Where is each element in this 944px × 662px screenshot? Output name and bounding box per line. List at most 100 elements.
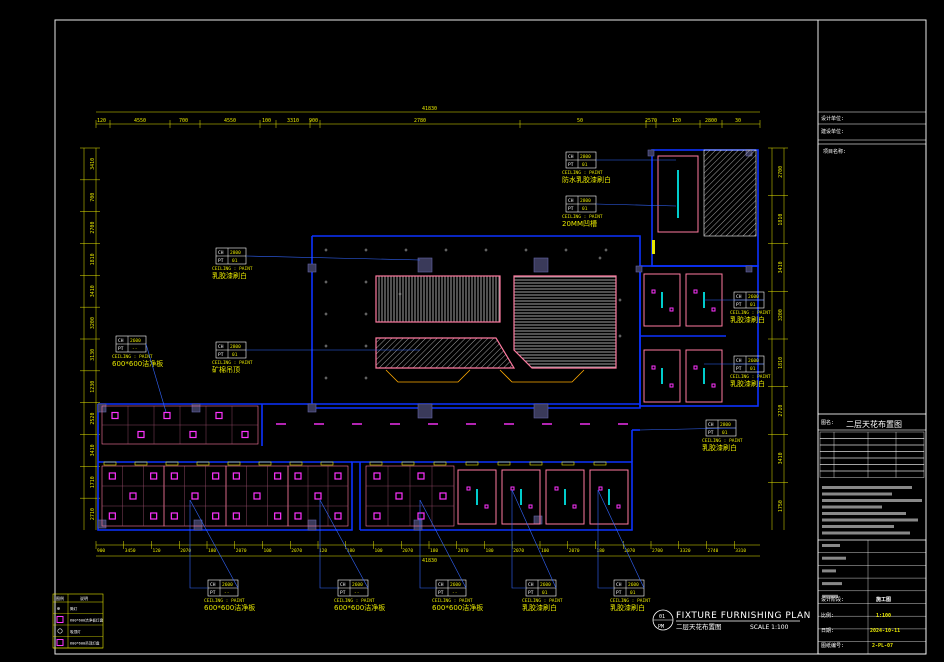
dim-right-value: 1810 xyxy=(778,357,784,369)
downlight xyxy=(324,344,328,348)
legend-desc: 600*600洁净板灯盘 xyxy=(70,618,104,623)
dim-bottom-value: 180 xyxy=(597,548,605,554)
svg-text:01: 01 xyxy=(630,590,636,596)
dim-top-value: 4550 xyxy=(224,118,236,124)
svg-text:--: -- xyxy=(452,591,457,596)
dim-bottom-value: 100 xyxy=(264,548,272,554)
svg-text:防水乳胶漆刷白: 防水乳胶漆刷白 xyxy=(562,175,611,184)
panel-light xyxy=(417,472,425,480)
legend-symbol xyxy=(56,639,64,646)
svg-text:--: -- xyxy=(224,591,229,596)
panel-light xyxy=(191,492,199,500)
svg-text:乳胶漆刷白: 乳胶漆刷白 xyxy=(212,271,247,280)
panel-light xyxy=(215,411,223,420)
dim-bottom-value: 180 xyxy=(347,548,355,554)
svg-text:20MM凹槽: 20MM凹槽 xyxy=(562,219,597,228)
svg-text:PT: PT xyxy=(736,302,742,308)
svg-text:PT: PT xyxy=(736,366,742,372)
svg-text:01: 01 xyxy=(542,590,548,596)
leader-line xyxy=(597,490,614,589)
strip-light xyxy=(258,461,272,466)
leader-line xyxy=(319,500,338,589)
dim-top-value: 2780 xyxy=(414,118,426,124)
drawing-title-cn: 二层天花布置图 xyxy=(676,622,722,631)
sheet-frame xyxy=(54,19,927,655)
svg-text:CH: CH xyxy=(438,582,444,588)
dim-bottom-value: 180 xyxy=(208,548,216,554)
tb-redacted-line xyxy=(822,512,906,515)
panel-light xyxy=(170,512,178,520)
svg-text:2600: 2600 xyxy=(450,582,461,588)
dim-top-value: 30 xyxy=(735,118,741,124)
downlight xyxy=(484,248,488,252)
dim-bottom-value: 2070 xyxy=(402,548,413,554)
panel-light xyxy=(439,492,447,500)
dim-left-value: 2520 xyxy=(90,413,96,425)
legend-symbol: ⊕ xyxy=(57,606,60,612)
panel-light xyxy=(314,492,322,500)
panel-light xyxy=(373,472,381,480)
tb-client-label: 建设单位: xyxy=(821,128,844,135)
tb-drawing-label: 图名: xyxy=(821,419,834,426)
dim-bottom-value: 100 xyxy=(375,548,383,554)
downlights xyxy=(324,248,622,380)
svg-text:CEILING : PAINT: CEILING : PAINT xyxy=(212,360,253,366)
svg-text:乳胶漆刷白: 乳胶漆刷白 xyxy=(702,443,737,452)
spot-light xyxy=(711,307,716,312)
legend-desc: 600*600吊顶灯盘 xyxy=(70,641,100,646)
dim-bottom-value: 2700 xyxy=(652,548,663,554)
title-block: 设计单位: 建设单位: 项目名称: 图名: 二层天花布置图 设计阶段: 施工图 … xyxy=(817,111,927,655)
downlight xyxy=(324,280,328,284)
svg-text:乳胶漆刷白: 乳胶漆刷白 xyxy=(730,379,765,388)
svg-text:PT: PT xyxy=(708,430,714,436)
downlight xyxy=(364,344,368,348)
downlight xyxy=(564,248,568,252)
tb-number-value: 2-PL-07 xyxy=(872,643,893,649)
dim-left-value: 3410 xyxy=(90,158,96,170)
svg-text:2600: 2600 xyxy=(628,582,639,588)
downlight xyxy=(444,248,448,252)
panel-light xyxy=(253,492,261,500)
svg-text:01: 01 xyxy=(722,430,728,436)
spot-light xyxy=(669,307,674,312)
legend-desc: 筒灯 xyxy=(70,606,78,611)
svg-text:2600: 2600 xyxy=(352,582,363,588)
svg-text:PT: PT xyxy=(528,590,534,596)
svg-text:CEILING : PAINT: CEILING : PAINT xyxy=(562,170,603,176)
bubble-bottom-text: PM xyxy=(658,624,664,630)
dim-top-value: 120 xyxy=(97,118,106,124)
downlight xyxy=(404,248,408,252)
dim-top-value: 2800 xyxy=(705,118,717,124)
downlight xyxy=(364,312,368,316)
strip-light xyxy=(289,461,303,466)
strip-light xyxy=(652,240,655,254)
downlight xyxy=(618,334,622,338)
spot-light xyxy=(669,383,674,388)
svg-text:--: -- xyxy=(354,591,359,596)
downlight xyxy=(618,298,622,302)
panel-light xyxy=(212,472,220,480)
leader-line xyxy=(419,500,436,589)
drawing-title: 01 PM FIXTURE FURNISHING PLAN 二层天花布置图 SC… xyxy=(652,609,810,631)
panel-light xyxy=(129,492,137,500)
strip-light xyxy=(401,461,415,466)
svg-text:PT: PT xyxy=(118,346,124,352)
panel-light xyxy=(108,512,116,520)
dim-bottom-value: 120 xyxy=(319,548,327,554)
svg-text:2800: 2800 xyxy=(580,154,591,160)
svg-text:01: 01 xyxy=(750,302,756,308)
panel-light xyxy=(395,492,403,500)
tb-project-label: 项目名称: xyxy=(823,148,846,155)
drawing-scale: SCALE 1:100 xyxy=(750,624,789,631)
dim-top-value: 700 xyxy=(179,118,188,124)
panel-light xyxy=(373,512,381,520)
tb-number-label: 图纸编号: xyxy=(821,642,844,649)
strip-light xyxy=(433,461,447,466)
